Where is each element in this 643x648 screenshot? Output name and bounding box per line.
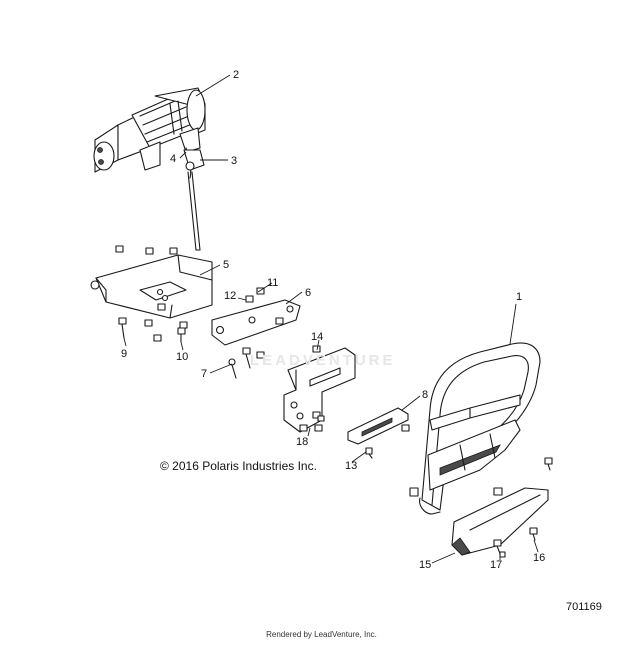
callout-3: 3: [231, 155, 237, 167]
callout-16: 16: [533, 552, 545, 564]
callout-11: 11: [267, 277, 278, 289]
callout-17: 17: [490, 559, 502, 571]
callout-7: 7: [201, 368, 207, 380]
bumper-bracket-14: [283, 345, 356, 433]
callout-18: 18: [296, 436, 308, 448]
skid-plate-15: [451, 487, 549, 556]
bolt-16: [529, 527, 538, 541]
bolt-17: [493, 539, 506, 558]
bolt-9: [118, 317, 127, 339]
front-bumper-1: [409, 342, 553, 515]
callout-10: 10: [176, 351, 188, 363]
callout-15: 15: [419, 559, 431, 571]
winch-assembly: [93, 87, 206, 173]
bolt-13: [365, 447, 373, 459]
bolt-10: [153, 327, 186, 343]
bolt-7: [228, 347, 265, 379]
copyright-text: © 2016 Polaris Industries Inc.: [160, 459, 317, 473]
watermark: LEADVENTURE: [250, 352, 396, 369]
callout-9: 9: [121, 348, 127, 360]
mount-bracket-6: [211, 287, 301, 346]
diagram-number: 701169: [566, 601, 602, 613]
callout-6: 6: [305, 287, 311, 299]
nut-18: [299, 411, 325, 432]
callout-1: 1: [516, 291, 522, 303]
callouts: 1 2 3 4 5 6 7 8 9 10 11 12 13 14 15 16 1…: [121, 69, 545, 571]
render-credit: Rendered by LeadVenture, Inc.: [266, 630, 377, 639]
winch-mount-plate: [90, 245, 213, 329]
callout-8: 8: [422, 389, 428, 401]
callout-2: 2: [233, 69, 239, 81]
callout-4: 4: [170, 153, 176, 165]
winch-cable-hook: [183, 147, 205, 251]
callout-12: 12: [224, 290, 236, 302]
callout-13: 13: [345, 460, 357, 472]
leader-lines: [123, 74, 539, 564]
callout-5: 5: [223, 259, 229, 271]
plate-8: [347, 407, 410, 445]
callout-14: 14: [311, 331, 323, 343]
